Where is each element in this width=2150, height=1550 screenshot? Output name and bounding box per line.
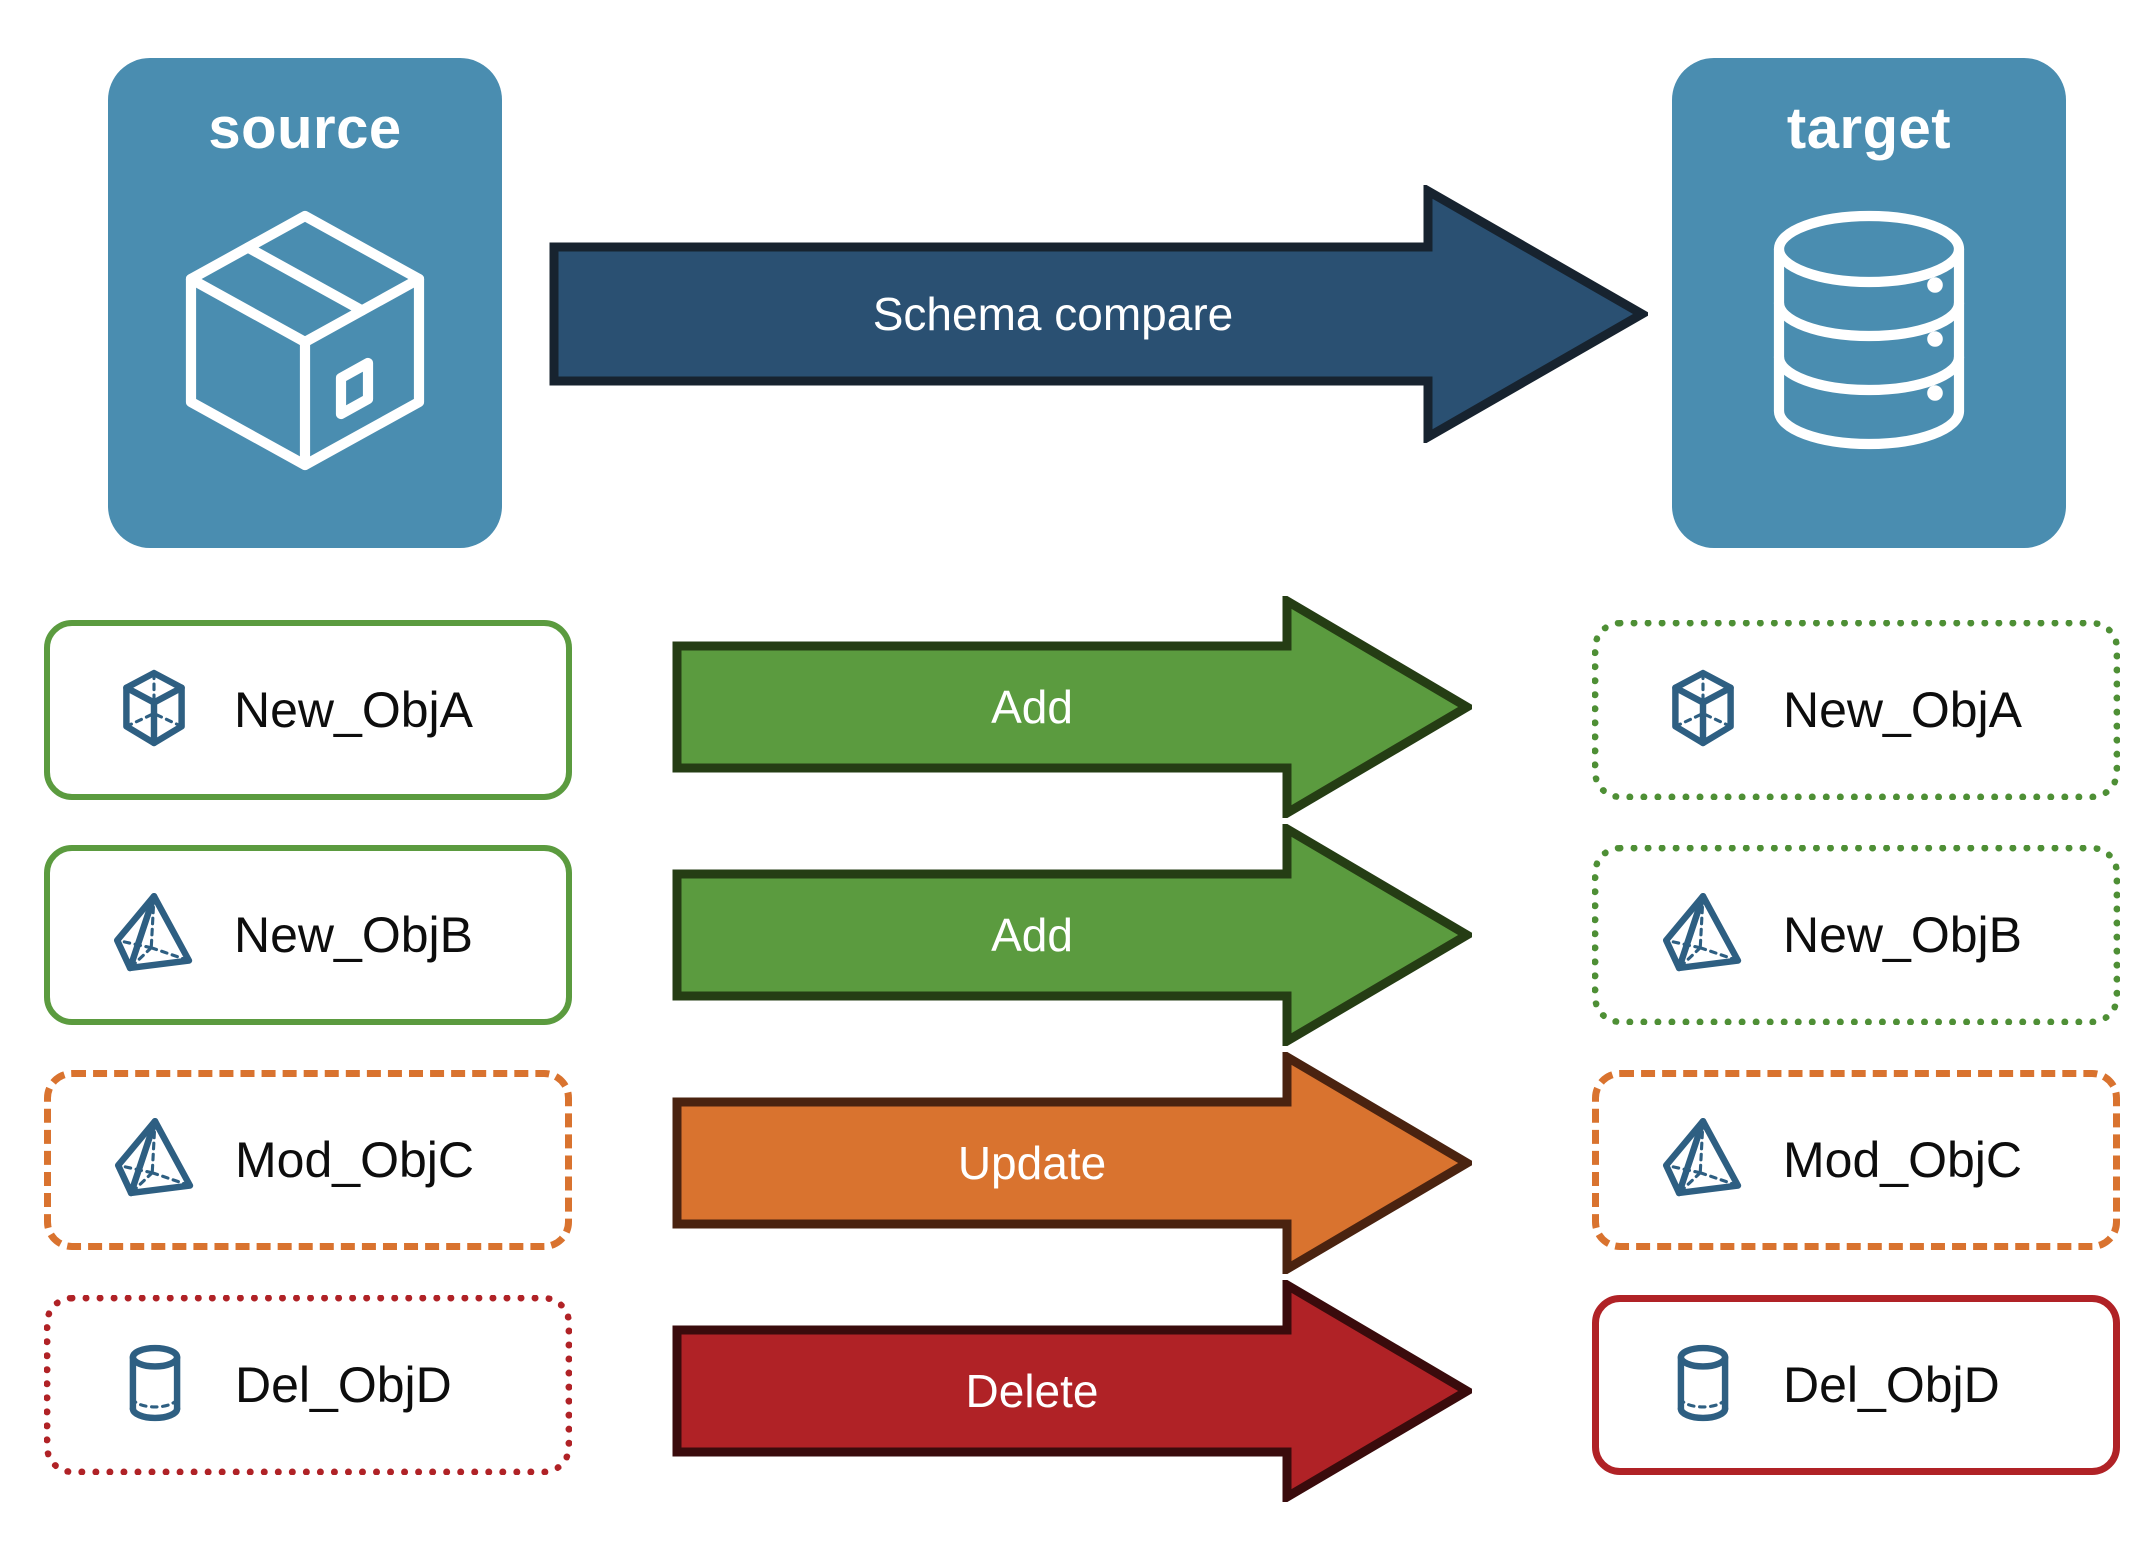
wireframe-pyramid-icon bbox=[108, 887, 200, 984]
source-object-label-1: New_ObjA bbox=[234, 682, 473, 738]
package-box-icon bbox=[155, 180, 455, 485]
target-object-box-2[interactable]: New_ObjB bbox=[1592, 845, 2120, 1025]
target-object-box-3[interactable]: Mod_ObjC bbox=[1592, 1070, 2120, 1250]
source-object-label-3: Mod_ObjC bbox=[235, 1132, 474, 1188]
source-panel-title: source bbox=[208, 96, 402, 161]
wireframe-cylinder-icon bbox=[109, 1337, 201, 1434]
target-object-box-1[interactable]: New_ObjA bbox=[1592, 620, 2120, 800]
source-object-label-2: New_ObjB bbox=[234, 907, 473, 963]
source-object-box-4[interactable]: Del_ObjD bbox=[44, 1295, 572, 1475]
target-object-label-3: Mod_ObjC bbox=[1783, 1132, 2022, 1188]
target-panel: target bbox=[1672, 58, 2066, 548]
source-object-box-3[interactable]: Mod_ObjC bbox=[44, 1070, 572, 1250]
source-panel: source bbox=[108, 58, 502, 548]
source-object-label-4: Del_ObjD bbox=[235, 1357, 452, 1413]
wireframe-pyramid-icon bbox=[109, 1112, 201, 1209]
target-object-label-1: New_ObjA bbox=[1783, 682, 2022, 738]
add-arrow-1 bbox=[672, 593, 1476, 823]
database-cylinder-icon bbox=[1719, 180, 2019, 485]
source-object-box-2[interactable]: New_ObjB bbox=[44, 845, 572, 1025]
source-object-box-1[interactable]: New_ObjA bbox=[44, 620, 572, 800]
update-arrow-3 bbox=[672, 1049, 1476, 1279]
wireframe-pyramid-icon bbox=[1657, 887, 1749, 984]
add-arrow-2 bbox=[672, 821, 1476, 1051]
target-object-label-2: New_ObjB bbox=[1783, 907, 2022, 963]
delete-arrow-4 bbox=[672, 1277, 1476, 1507]
target-panel-title: target bbox=[1786, 96, 1952, 161]
target-object-label-4: Del_ObjD bbox=[1783, 1357, 2000, 1413]
wireframe-pyramid-icon bbox=[1657, 1112, 1749, 1209]
wireframe-cube-icon bbox=[108, 662, 200, 759]
wireframe-cube-icon bbox=[1657, 662, 1749, 759]
target-object-box-4[interactable]: Del_ObjD bbox=[1592, 1295, 2120, 1475]
wireframe-cylinder-icon bbox=[1657, 1337, 1749, 1434]
schema-compare-arrow bbox=[548, 183, 1652, 445]
